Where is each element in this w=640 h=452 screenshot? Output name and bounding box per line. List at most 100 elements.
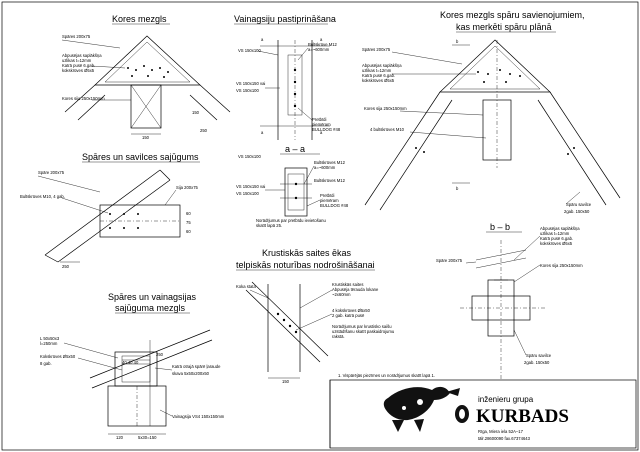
- label-krustiskas-saites-1: Krustiskās saites: [332, 282, 363, 287]
- label-abpusejas-6a: Abpusējas saplākšņa: [362, 63, 402, 68]
- dim-120: 120: [116, 435, 124, 440]
- label-bultskruves-aa3: Bultskrūves M12: [314, 178, 346, 183]
- label-abpusejas-7b: uzlikas t=12mm: [540, 231, 570, 236]
- label-abpusejas-1c: Katrā pusē 6.gab.: [62, 63, 95, 68]
- label-abpusejas-1d: kokskrūves Ø5x5: [62, 68, 95, 73]
- spares-savilces-detail: [44, 169, 181, 263]
- label-kokskruves-5b: 2 gab. katrā pusē: [332, 313, 365, 318]
- note-aa-1: Norādījumus par pretbīdu ievietošanu: [256, 218, 327, 223]
- title-kores-right-2: kas merkēti spāru plānā: [456, 22, 552, 32]
- label-pretbidu-aa1: Pretbīdi: [320, 193, 335, 198]
- note-5-3: rakstā.: [332, 334, 345, 339]
- title-section-aa: a – a: [285, 144, 305, 154]
- label-pretbidu-4c: BULLDOG #48: [312, 127, 341, 132]
- label-spares-7: Spāre 200x75: [436, 258, 463, 263]
- label-bultskruves-2: Bultskrūves M10, 4 gab.: [20, 194, 65, 199]
- title-kores-mezgls: Kores mezgls: [112, 14, 167, 24]
- label-kokskruves-3b: 8 gab.: [40, 361, 52, 366]
- dim-150-c: 150: [282, 379, 290, 384]
- section-mark-a4: a: [320, 130, 323, 135]
- label-katra-3b: skava 5x50x200x50: [172, 371, 210, 376]
- section-aa-detail: [280, 167, 312, 217]
- spares-vainagsijas-detail: [89, 329, 213, 427]
- label-bultskruve-4b: a=~600mm: [308, 47, 330, 52]
- title-spares-savilces: Spāres un savilces sajūgums: [82, 152, 199, 162]
- label-bultskruves-aa1: Bultskrūves M12: [314, 160, 346, 165]
- label-spares-savilce-7a: Spāru savilce: [526, 353, 552, 358]
- label-spares-2: Spāre 200x75: [38, 170, 65, 175]
- label-kores-sija-6: Kores sija 250x150mm: [364, 106, 407, 111]
- company-phone: tālr.28600090 fax.67374643: [478, 436, 531, 441]
- dim-150-a: 150: [142, 135, 150, 140]
- title-krustiskas-2: telpiskās noturības nodrošināšanai: [236, 260, 375, 270]
- label-kokskruves-3a: Kokskrūves Ø5x50: [40, 354, 76, 359]
- label-abpusejas-7d: kokskrūves Ø5x5: [540, 241, 573, 246]
- label-abpusejas-6b: uzlikas t=12mm: [362, 68, 392, 73]
- label-abpusejas-7c: Katrā pusē 6.gab.: [540, 236, 573, 241]
- label-kores-sija-7: Kores sija 250x150mm: [540, 263, 583, 268]
- label-bultskruves-aa2: a=~600mm: [314, 165, 336, 170]
- title-kores-right-1: Kores mezgls spāru savienojumiem,: [440, 10, 585, 20]
- label-spares-savilce-7b: 2gab. 150x50: [524, 360, 550, 365]
- label-krustiskas-saites-3: ~2x60mm: [332, 292, 351, 297]
- title-section-bb: b – b: [490, 222, 510, 232]
- company-subtitle: inženieru grupa: [478, 395, 534, 404]
- dim-250-a: 250: [200, 128, 208, 133]
- label-vs-4b: VS 150x150 vai: [236, 81, 265, 86]
- section-mark-a3: a: [261, 130, 264, 135]
- label-bultskruves-6: 4 bultskrūves M10: [370, 127, 405, 132]
- company-name: KURBADS: [476, 406, 569, 427]
- title-krustiskas-1: Krustiskās saites ēkas: [262, 248, 352, 258]
- dim-250-b: 250: [62, 264, 70, 269]
- label-kokskruves-5a: 4 kokskrūves Ø5x50: [332, 308, 371, 313]
- section-mark-b1: b: [456, 39, 459, 44]
- note-5-2: uzstādīšanu skatīt paskaidrojumu: [332, 329, 395, 334]
- section-mark-a2: a: [320, 37, 323, 42]
- title-spares-vainagsijas-2: sajūguma mezgls: [115, 303, 186, 313]
- label-spares-6: Spāres 200x75: [362, 47, 391, 52]
- label-abpusejas-6d: kokskrūves Ø5x5: [362, 78, 395, 83]
- label-kores-sija-1: Kores sija 250x150mm: [62, 96, 105, 101]
- title-vainagsiju: Vainagsiju pastiprināšana: [234, 14, 336, 24]
- label-spares-savilce-6a: Spāru savilce: [566, 202, 592, 207]
- dim-60b: 60: [186, 229, 191, 234]
- dim-40-40: 40 40 40: [122, 360, 139, 365]
- kores-mezgls-detail: [64, 35, 231, 135]
- label-vs-4c: VS 150x100: [236, 88, 259, 93]
- label-vs-aa3: VS 150x100: [236, 191, 259, 196]
- dim-75: 75: [186, 220, 191, 225]
- label-krustiskas-saites-2: Abpusēja tērauda lokane: [332, 287, 379, 292]
- label-spares-savilce-6b: 2gab. 150x50: [564, 209, 590, 214]
- kores-right-detail: [364, 39, 621, 211]
- label-spares-1: Spāres 200x75: [62, 34, 91, 39]
- dim-150-b: 150: [192, 110, 200, 115]
- label-vainagsija-3: Vainagsija VS4 150x150mm: [172, 414, 225, 419]
- note-aa-2: skatīt lapā 25.: [256, 223, 282, 228]
- label-abpusejas-7a: Abpusējas saplākšņa: [540, 226, 580, 231]
- label-abpusejas-6c: Katrā pusē 6.gab.: [362, 73, 395, 78]
- label-abpusejas-1a: Abpusējas saplākšņa: [62, 53, 102, 58]
- label-l-2: l=250mm: [40, 341, 58, 346]
- section-bb-detail: [460, 240, 545, 380]
- note-5-1: Norādījumus par krustisko saišu: [332, 324, 392, 329]
- label-vs-aa1: VS 150x100: [238, 154, 261, 159]
- label-pretbidu-4b: piemēram: [312, 122, 331, 127]
- company-address: Rīga, Miera iela 52A–17: [478, 429, 524, 434]
- label-koka-stata: Koka stata: [236, 284, 256, 289]
- label-katra-3a: Katrā otrajā spārē ļaraude: [172, 364, 221, 369]
- label-pretbidu-aa2: piemēram: [320, 198, 339, 203]
- dim-5x30: 5x30=150: [138, 435, 157, 440]
- label-abpusejas-1b: uzlikas t=12mm: [62, 58, 92, 63]
- title-spares-vainagsijas-1: Spāres un vainagsijas: [108, 292, 197, 302]
- section-mark-b2: b: [456, 186, 459, 191]
- kurbads-logo: [383, 386, 469, 432]
- label-sija-2: Sija 200x75: [176, 185, 199, 190]
- label-pretbidu-4a: Pretbīdi: [312, 117, 327, 122]
- label-vs-4a: VS 150x100: [238, 48, 261, 53]
- label-pretbidu-aa3: BULLDOG #48: [320, 203, 349, 208]
- label-l-1: L 50x50x3: [40, 336, 60, 341]
- label-vs-aa2: VS 150x150 vai: [236, 184, 265, 189]
